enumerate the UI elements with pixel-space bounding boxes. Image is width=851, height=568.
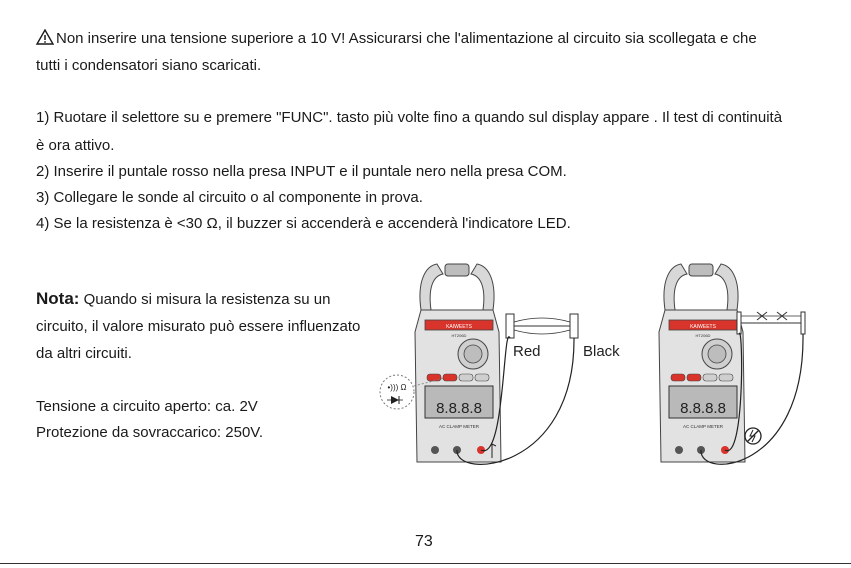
meter-model: HT206D — [452, 333, 467, 338]
continuity-test-figure: KAIWEETS HT206D 8.8.8.8 AC CLAMP METER •… — [379, 263, 806, 465]
resistor-icon — [736, 311, 806, 335]
step-4: 4) Se la resistenza è <30 Ω, il buzzer s… — [36, 215, 571, 232]
black-probe-lead — [456, 337, 575, 465]
note-line-1: Nota: Quando si misura la resistenza su … — [36, 290, 330, 309]
clamp-meter-illustration: KAIWEETS HT206D 8.8.8.8 AC CLAMP METER — [414, 263, 502, 463]
probe-black-label: Black — [583, 343, 620, 360]
meter-panel-label: AC CLAMP METER — [439, 424, 480, 429]
spec-open-circuit-voltage: Tensione a circuito aperto: ca. 2V — [36, 398, 258, 415]
meter-model-2: HT206D — [696, 333, 711, 338]
step-1: 1) Ruotare il selettore su e premere "FU… — [36, 109, 783, 126]
step-3: 3) Collegare le sonde al circuito o al c… — [36, 189, 423, 206]
buzzer-icon: •))) Ω — [388, 383, 407, 392]
note-label: Nota: — [36, 289, 80, 308]
diode-icon — [387, 396, 403, 404]
meter-display: 8.8.8.8 — [436, 400, 482, 417]
note-line-3: da altri circuiti. — [36, 345, 132, 362]
clamp-meter-illustration-2: KAIWEETS HT206D 8.8.8.8 AC CLAMP METER — [658, 263, 746, 463]
black-probe-lead-2 — [700, 333, 804, 465]
bottom-rule — [0, 563, 851, 564]
meter-brand-2: KAIWEETS — [690, 324, 717, 330]
warning-text: Non inserire una tensione superiore a 10… — [56, 30, 757, 47]
meter-brand: KAIWEETS — [446, 324, 473, 330]
spec-overload-protection: Protezione da sovraccarico: 250V. — [36, 424, 264, 441]
red-probe-lead-2 — [724, 333, 743, 451]
warning-line-2: tutti i condensatori siano scaricati. — [36, 57, 262, 74]
pointer-icon — [491, 443, 497, 458]
warning-triangle-icon — [36, 29, 54, 45]
note-text-1: Quando si misura la resistenza su un — [83, 291, 331, 308]
page-number: 73 — [415, 533, 433, 550]
step-2: 2) Inserire il puntale rosso nella presa… — [36, 163, 567, 180]
warning-line-1: Non inserire una tensione superiore a 10… — [36, 29, 757, 48]
note-line-2: circuito, il valore misurato può essere … — [36, 318, 361, 335]
red-probe-lead — [480, 336, 511, 451]
meter-panel-label-2: AC CLAMP METER — [683, 424, 724, 429]
probe-red-label: Red — [513, 343, 541, 360]
no-power-icon — [744, 427, 762, 445]
step-1-cont: è ora attivo. — [36, 137, 115, 154]
meter-display-2: 8.8.8.8 — [680, 400, 726, 417]
resistor-under-test — [505, 313, 579, 339]
buzzer-callout: •))) Ω — [379, 374, 446, 410]
